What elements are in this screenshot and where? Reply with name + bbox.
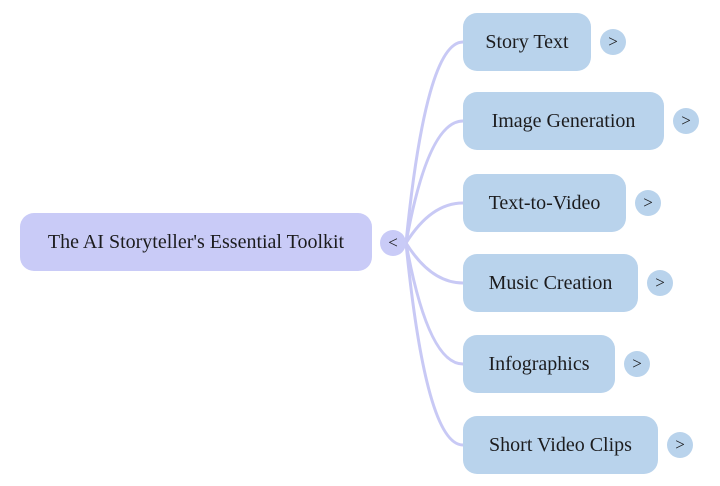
expand-button[interactable]: >: [673, 108, 699, 134]
connector-line-music-creation: [404, 241, 465, 285]
connector-line-short-video-clips: [404, 241, 465, 447]
connector-line-infographics: [404, 241, 465, 366]
node-story-text[interactable]: Story Text: [463, 13, 591, 71]
collapse-button[interactable]: <: [380, 230, 406, 256]
child-row: Story Text >: [463, 13, 626, 71]
expand-button[interactable]: >: [635, 190, 661, 216]
node-label: Infographics: [488, 352, 590, 375]
expand-button[interactable]: >: [600, 29, 626, 55]
connector-line-image-generation: [404, 119, 465, 245]
child-row: Short Video Clips >: [463, 416, 693, 474]
child-row: Image Generation >: [463, 92, 699, 150]
node-label: Text-to-Video: [488, 191, 601, 214]
node-short-video-clips[interactable]: Short Video Clips: [463, 416, 658, 474]
node-root[interactable]: The AI Storyteller's Essential Toolkit: [20, 213, 372, 271]
child-row: Text-to-Video >: [463, 174, 661, 232]
connector-line-text-to-video: [404, 201, 465, 245]
node-music-creation[interactable]: Music Creation: [463, 254, 638, 312]
child-row: Music Creation >: [463, 254, 673, 312]
expand-button[interactable]: >: [624, 351, 650, 377]
node-infographics[interactable]: Infographics: [463, 335, 615, 393]
expand-button[interactable]: >: [667, 432, 693, 458]
root-label: The AI Storyteller's Essential Toolkit: [47, 230, 345, 253]
node-label: Image Generation: [491, 109, 636, 132]
node-text-to-video[interactable]: Text-to-Video: [463, 174, 626, 232]
node-label: Story Text: [485, 30, 569, 53]
node-image-generation[interactable]: Image Generation: [463, 92, 664, 150]
node-label: Music Creation: [488, 271, 613, 294]
child-row: Infographics >: [463, 335, 650, 393]
connector-line-story-text: [404, 40, 465, 245]
expand-button[interactable]: >: [647, 270, 673, 296]
node-label: Short Video Clips: [489, 433, 632, 456]
